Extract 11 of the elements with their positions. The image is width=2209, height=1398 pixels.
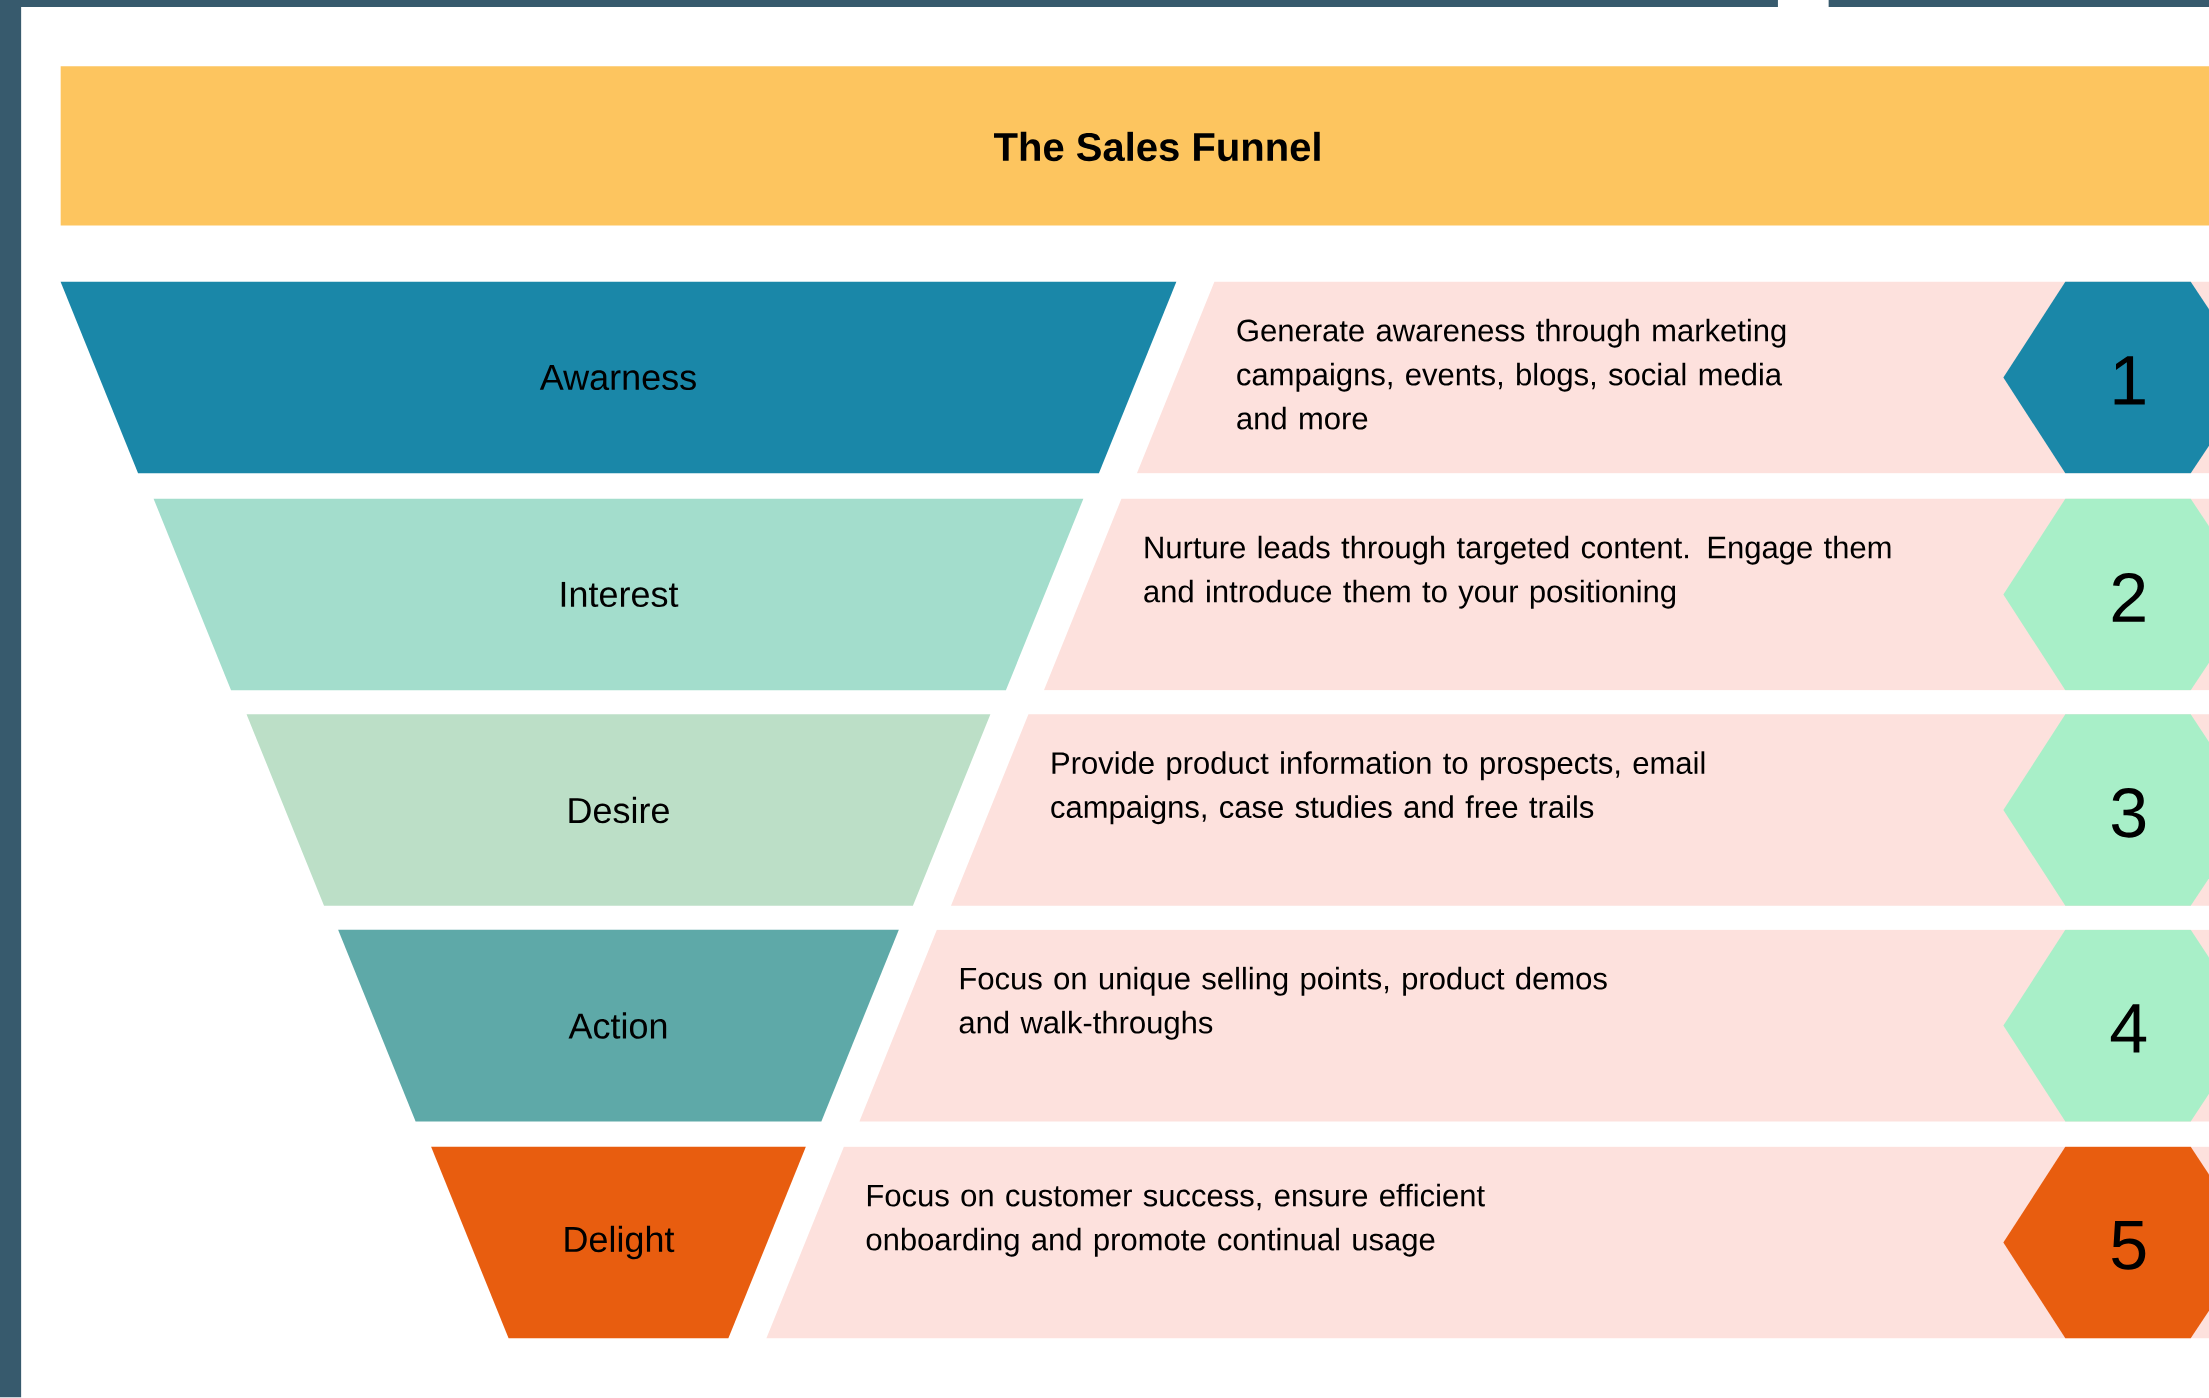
title-band: The Sales Funnel [60, 66, 2209, 226]
funnel-stage: Awarness [60, 282, 1177, 474]
number-hexagon: 1 [2003, 282, 2209, 474]
number-hexagon: 3 [2003, 714, 2209, 907]
number-hexagon: 5 [2003, 1147, 2209, 1339]
funnel-stage: Delight [431, 1147, 806, 1339]
funnel-stage: Desire [246, 714, 991, 907]
number-hexagon: 2 [2003, 498, 2209, 691]
number-hexagon: 4 [2003, 930, 2209, 1122]
funnel-stage: Action [338, 930, 899, 1122]
funnel-stage: Interest [153, 498, 1084, 691]
